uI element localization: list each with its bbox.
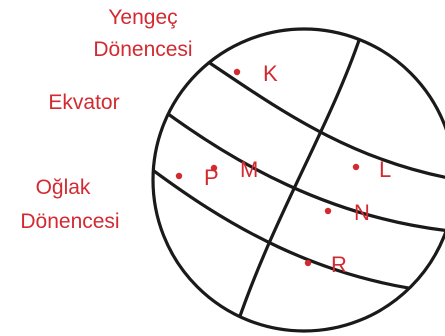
point-n-label: N bbox=[354, 200, 370, 225]
point-p-label: P bbox=[204, 165, 219, 190]
point-n-dot bbox=[325, 208, 331, 214]
tropic-of-capricorn-label-line1: Oğlak bbox=[36, 176, 91, 199]
equator-label: Ekvator bbox=[48, 91, 119, 114]
point-l-label: L bbox=[379, 157, 391, 182]
point-k-dot bbox=[234, 69, 240, 75]
point-p-dot bbox=[176, 173, 182, 179]
tropic-of-cancer-label-line2: Dönencesi bbox=[93, 38, 192, 61]
point-k-label: K bbox=[263, 61, 278, 86]
point-m-label: M bbox=[240, 157, 258, 182]
point-r-dot bbox=[305, 260, 311, 266]
point-l-dot bbox=[353, 164, 359, 170]
tropic-of-cancer-label-line1: Yengeç bbox=[108, 6, 177, 29]
tropic-of-capricorn-label-line2: Dönencesi bbox=[20, 210, 119, 233]
point-r-label: R bbox=[331, 252, 347, 277]
